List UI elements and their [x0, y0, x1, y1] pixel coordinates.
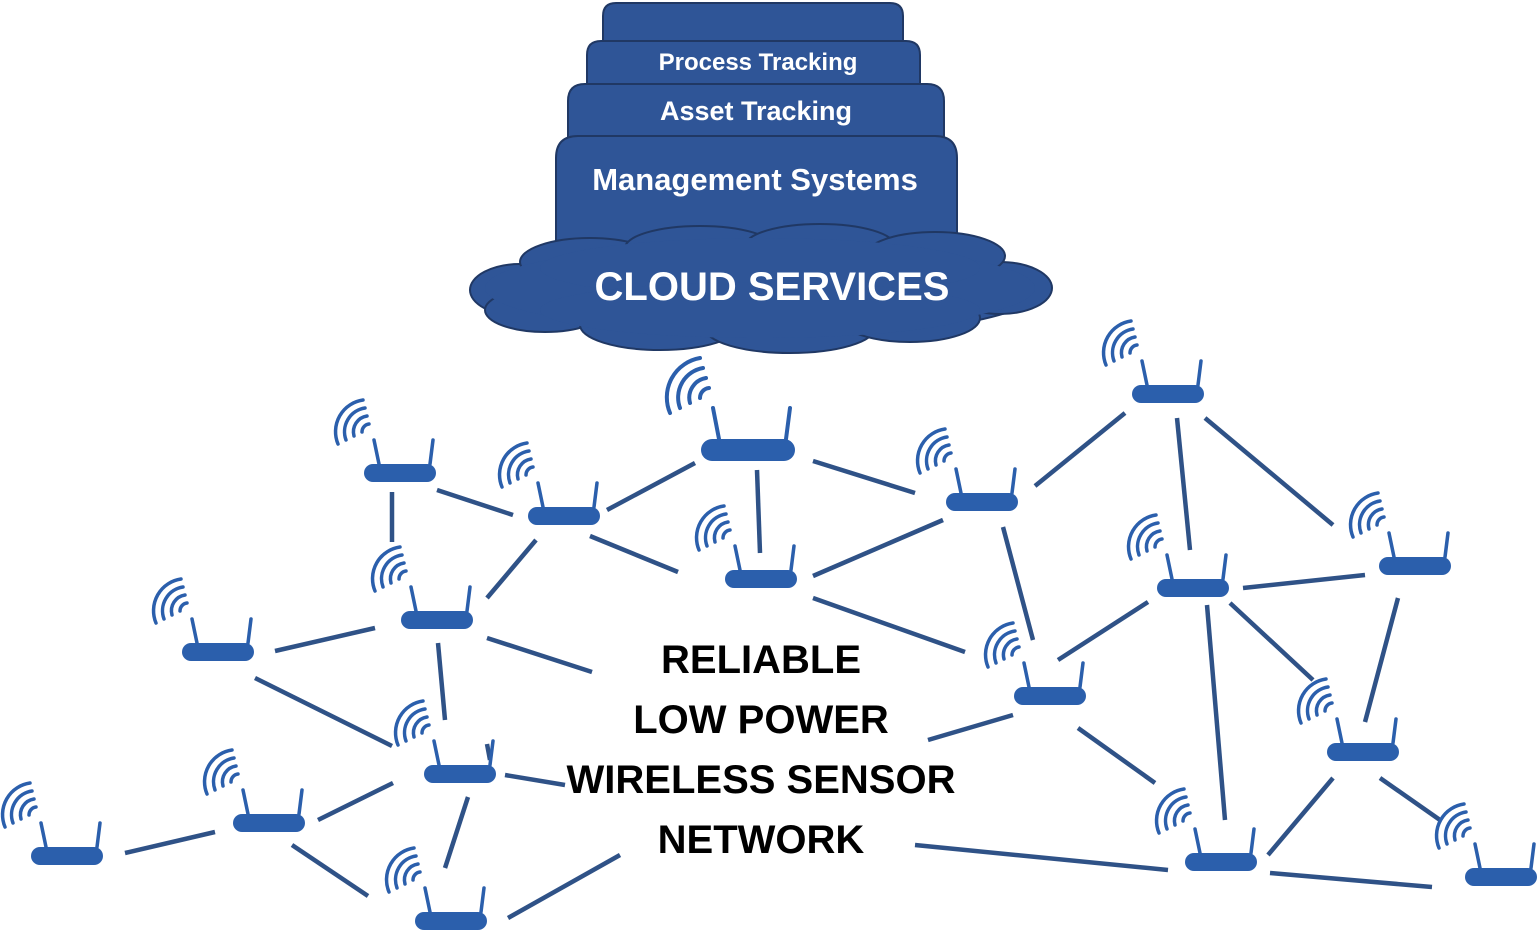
wireless-router-icon	[1296, 677, 1401, 763]
wireless-router-icon	[333, 398, 438, 484]
process-tracking-label: Process Tracking	[659, 49, 858, 76]
network-link	[1076, 726, 1157, 785]
network-label: RELIABLE LOW POWER WIRELESS SENSOR NETWO…	[567, 638, 956, 862]
network-link	[504, 772, 566, 788]
network-link	[317, 780, 394, 823]
wireless-router-icon	[202, 748, 307, 834]
network-links	[124, 411, 1442, 920]
network-label-line-4: NETWORK	[658, 818, 865, 862]
wireless-router-icon	[1154, 787, 1259, 873]
network-link	[436, 487, 514, 518]
network-label-line-3: WIRELESS SENSOR	[567, 758, 956, 802]
wireless-router-icon	[1434, 802, 1539, 888]
network-link	[1056, 600, 1150, 662]
network-link	[124, 829, 216, 856]
wireless-router-icon	[1126, 513, 1231, 599]
network-link	[605, 461, 697, 512]
network-link	[1204, 604, 1228, 821]
stack-layer-asset-tracking	[567, 83, 945, 141]
wireless-router-icon	[1101, 319, 1206, 405]
management-systems-label: Management Systems	[592, 162, 918, 197]
network-link	[506, 853, 622, 920]
network-link	[812, 595, 966, 655]
network-label-line-2: LOW POWER	[633, 698, 889, 742]
cloud-services-stack: Process Tracking Asset Tracking Manageme…	[469, 2, 1053, 354]
network-link	[589, 533, 679, 575]
network-link	[253, 675, 394, 749]
network-link	[1266, 776, 1335, 857]
stack-layer-process-tracking	[586, 40, 921, 87]
wireless-router-icon	[664, 356, 797, 463]
network-link	[1174, 417, 1193, 551]
network-link	[754, 469, 763, 554]
network-link	[927, 712, 1014, 743]
wireless-router-icon	[694, 504, 799, 590]
network-link	[1033, 411, 1127, 488]
wireless-router-icon	[0, 781, 105, 867]
network-link	[1378, 776, 1442, 822]
wireless-router-icon	[384, 846, 489, 930]
network-link	[1203, 416, 1335, 527]
network-link	[1269, 870, 1433, 890]
network-link	[914, 842, 1169, 873]
network-link	[486, 635, 593, 675]
network-link	[274, 625, 376, 654]
network-link	[1228, 601, 1315, 682]
network-link	[435, 642, 448, 721]
network-link	[290, 843, 370, 898]
network-link	[485, 538, 538, 600]
cloud-services-label: CLOUD SERVICES	[595, 265, 950, 309]
network-link	[1362, 597, 1401, 723]
network-label-line-1: RELIABLE	[661, 638, 861, 682]
asset-tracking-label: Asset Tracking	[660, 96, 852, 126]
network-link	[812, 517, 944, 579]
wireless-router-icon	[151, 577, 256, 663]
wireless-router-icon	[1348, 491, 1453, 577]
network-link	[1000, 526, 1036, 641]
wireless-router-icon	[983, 621, 1088, 707]
network-link	[442, 796, 471, 869]
wireless-router-icon	[915, 427, 1020, 513]
stack-layer-top	[602, 2, 904, 45]
wireless-router-icon	[497, 441, 602, 527]
network-link	[812, 458, 916, 496]
wireless-router-icon	[370, 545, 475, 631]
network-link	[1242, 572, 1366, 591]
